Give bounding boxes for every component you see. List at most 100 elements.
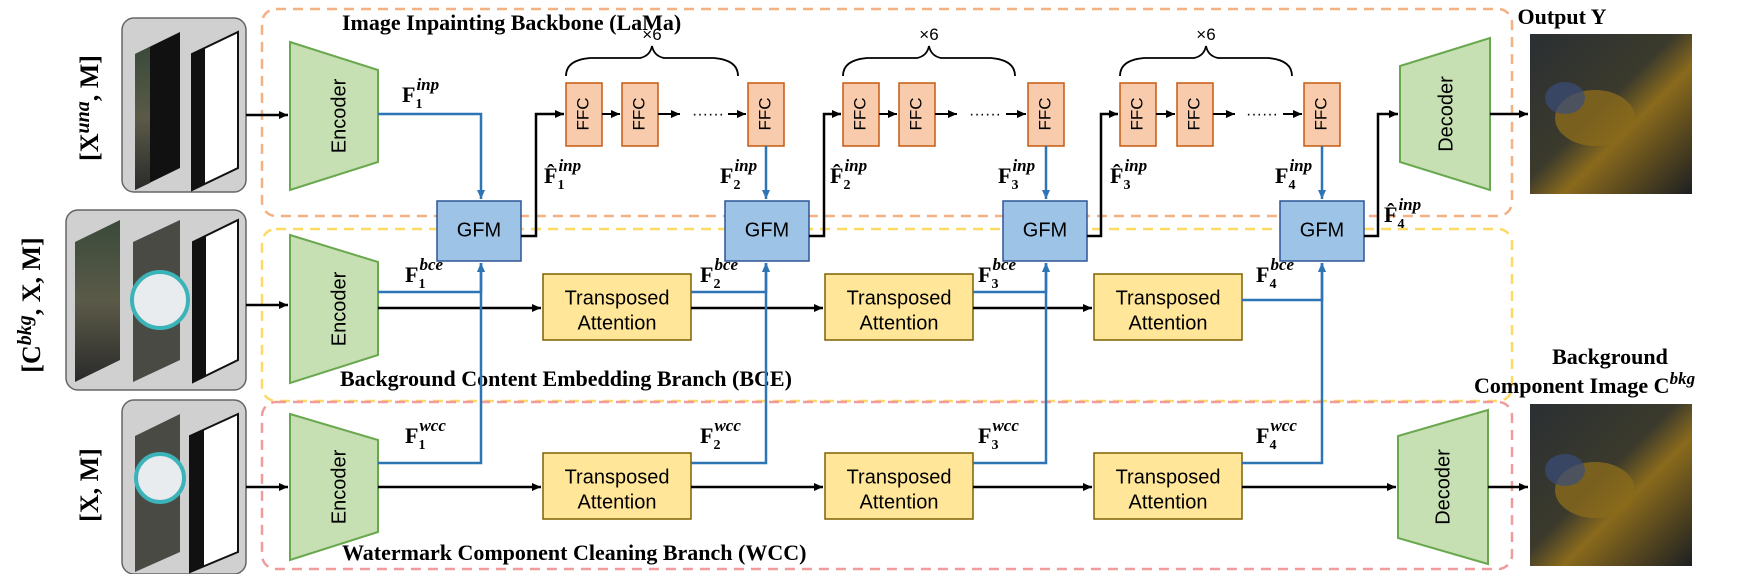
- lama-section-title: Image Inpainting Backbone (LaMa): [342, 10, 681, 35]
- ffc-group-3: ×6 FFC FFC FFC ······: [1119, 25, 1341, 147]
- svg-text:Transposed: Transposed: [565, 287, 670, 309]
- svg-text:Transposed: Transposed: [1116, 466, 1221, 488]
- svg-text:······: ······: [692, 106, 724, 123]
- label-f3hat-inp: F̂3inp: [1110, 156, 1147, 193]
- label-f3-inp: F3inp: [998, 156, 1035, 193]
- svg-text:[Xuna, M]: [Xuna, M]: [72, 55, 104, 161]
- output-y-label: Output Y: [1517, 4, 1606, 29]
- input-label-row2: [Cbkg, X, M]: [14, 237, 46, 372]
- svg-text:Decoder: Decoder: [1435, 76, 1457, 152]
- decoder-lama: Decoder: [1399, 36, 1491, 192]
- svg-text:Transposed: Transposed: [565, 466, 670, 488]
- arrow-gfm1-to-ffc: [521, 110, 564, 238]
- ta-bce-1: Transposed Attention: [542, 273, 692, 341]
- svg-text:F1inp: F1inp: [402, 75, 439, 112]
- bce-section-border: [260, 227, 1514, 403]
- gfm-3: GFM: [1002, 200, 1088, 262]
- input-label-row1: [Xuna, M]: [72, 55, 104, 161]
- svg-text:FFC: FFC: [906, 97, 925, 130]
- ta-bce-3: Transposed Attention: [1093, 273, 1243, 341]
- svg-text:GFM: GFM: [1023, 219, 1067, 241]
- arrow-gfm2-to-ffc: [809, 110, 841, 238]
- svg-text:GFM: GFM: [1300, 219, 1344, 241]
- svg-text:FFC: FFC: [755, 97, 774, 130]
- svg-text:Transposed: Transposed: [1116, 287, 1221, 309]
- input-panel-row3: [121, 399, 247, 574]
- svg-text:F2inp: F2inp: [720, 156, 757, 193]
- output-y-image: [1530, 34, 1692, 194]
- svg-text:GFM: GFM: [745, 219, 789, 241]
- ta-wcc-1: Transposed Attention: [542, 452, 692, 520]
- ta-wcc-3: Transposed Attention: [1093, 452, 1243, 520]
- ta-wcc-2: Transposed Attention: [824, 452, 974, 520]
- decoder-wcc: Decoder: [1397, 408, 1489, 566]
- svg-text:Encoder: Encoder: [328, 271, 350, 346]
- svg-text:F3wcc: F3wcc: [978, 416, 1019, 453]
- label-f4-bce: F4bce: [1256, 255, 1294, 292]
- svg-text:F4wcc: F4wcc: [1256, 416, 1297, 453]
- svg-text:F1wcc: F1wcc: [405, 416, 446, 453]
- label-f3-bce: F3bce: [978, 255, 1016, 292]
- background-component-image: [1530, 404, 1692, 566]
- label-f3-wcc: F3wcc: [978, 416, 1019, 453]
- label-f1hat-inp: F̂1inp: [544, 156, 581, 193]
- ffc-group-2: ×6 FFC FFC FFC ······: [842, 25, 1065, 147]
- lama-section-border: [260, 7, 1514, 218]
- svg-text:FFC: FFC: [1311, 97, 1330, 130]
- svg-text:F3bce: F3bce: [978, 255, 1016, 292]
- arrow-gfm3-to-ffc: [1087, 110, 1118, 238]
- svg-text:F4inp: F4inp: [1275, 156, 1312, 193]
- svg-text:[X, M]: [X, M]: [75, 448, 104, 522]
- encoder-lama: Encoder: [289, 40, 379, 192]
- background-label-line1: Background: [1552, 344, 1668, 369]
- svg-text:GFM: GFM: [457, 219, 501, 241]
- bce-section-title: Background Content Embedding Branch (BCE…: [340, 366, 792, 391]
- svg-text:······: ······: [1246, 106, 1278, 123]
- svg-text:FFC: FFC: [629, 97, 648, 130]
- svg-text:Attention: Attention: [860, 312, 939, 334]
- svg-text:Encoder: Encoder: [328, 78, 350, 153]
- svg-text:F̂4inp: F̂4inp: [1384, 195, 1421, 232]
- svg-text:Attention: Attention: [860, 491, 939, 513]
- arrow-gfm4-to-decoder: [1364, 110, 1398, 238]
- svg-text:Transposed: Transposed: [847, 466, 952, 488]
- label-f1-wcc: F1wcc: [405, 416, 446, 453]
- label-f1-inp: F1inp: [402, 75, 439, 112]
- svg-text:F̂3inp: F̂3inp: [1110, 156, 1147, 193]
- svg-text:FFC: FFC: [573, 97, 592, 130]
- gfm-2: GFM: [724, 200, 810, 262]
- label-f4hat-inp: F̂4inp: [1384, 195, 1421, 232]
- svg-text:[Cbkg, X, M]: [Cbkg, X, M]: [14, 237, 46, 372]
- svg-text:F̂2inp: F̂2inp: [830, 156, 867, 193]
- svg-text:F2bce: F2bce: [700, 255, 738, 292]
- label-f4-wcc: F4wcc: [1256, 416, 1297, 453]
- svg-text:F4bce: F4bce: [1256, 255, 1294, 292]
- label-f4-inp: F4inp: [1275, 156, 1312, 193]
- svg-text:FFC: FFC: [1184, 97, 1203, 130]
- ffc-group-1: ×6 FFC FFC FFC ······: [565, 25, 785, 147]
- input-panel-row1: [121, 17, 247, 193]
- svg-text:Encoder: Encoder: [328, 449, 350, 524]
- svg-text:F3inp: F3inp: [998, 156, 1035, 193]
- svg-text:×6: ×6: [642, 25, 661, 44]
- background-label-line2: Component Image Cbkg: [1474, 369, 1696, 398]
- wcc-section-border: [260, 400, 1514, 571]
- svg-text:······: ······: [969, 106, 1001, 123]
- input-label-row3: [X, M]: [75, 448, 104, 522]
- svg-text:Attention: Attention: [578, 312, 657, 334]
- label-f1-bce: F1bce: [405, 255, 443, 292]
- svg-text:×6: ×6: [919, 25, 938, 44]
- gfm-4: GFM: [1279, 200, 1365, 262]
- svg-text:×6: ×6: [1196, 25, 1215, 44]
- input-panel-row2: [65, 209, 247, 391]
- gfm-1: GFM: [436, 200, 522, 262]
- label-f2-wcc: F2wcc: [700, 416, 741, 453]
- encoder-bce: Encoder: [289, 233, 379, 385]
- svg-text:F1bce: F1bce: [405, 255, 443, 292]
- ta-bce-2: Transposed Attention: [824, 273, 974, 341]
- encoder-wcc: Encoder: [289, 412, 379, 562]
- label-f2hat-inp: F̂2inp: [830, 156, 867, 193]
- svg-text:FFC: FFC: [850, 97, 869, 130]
- svg-text:F̂1inp: F̂1inp: [544, 156, 581, 193]
